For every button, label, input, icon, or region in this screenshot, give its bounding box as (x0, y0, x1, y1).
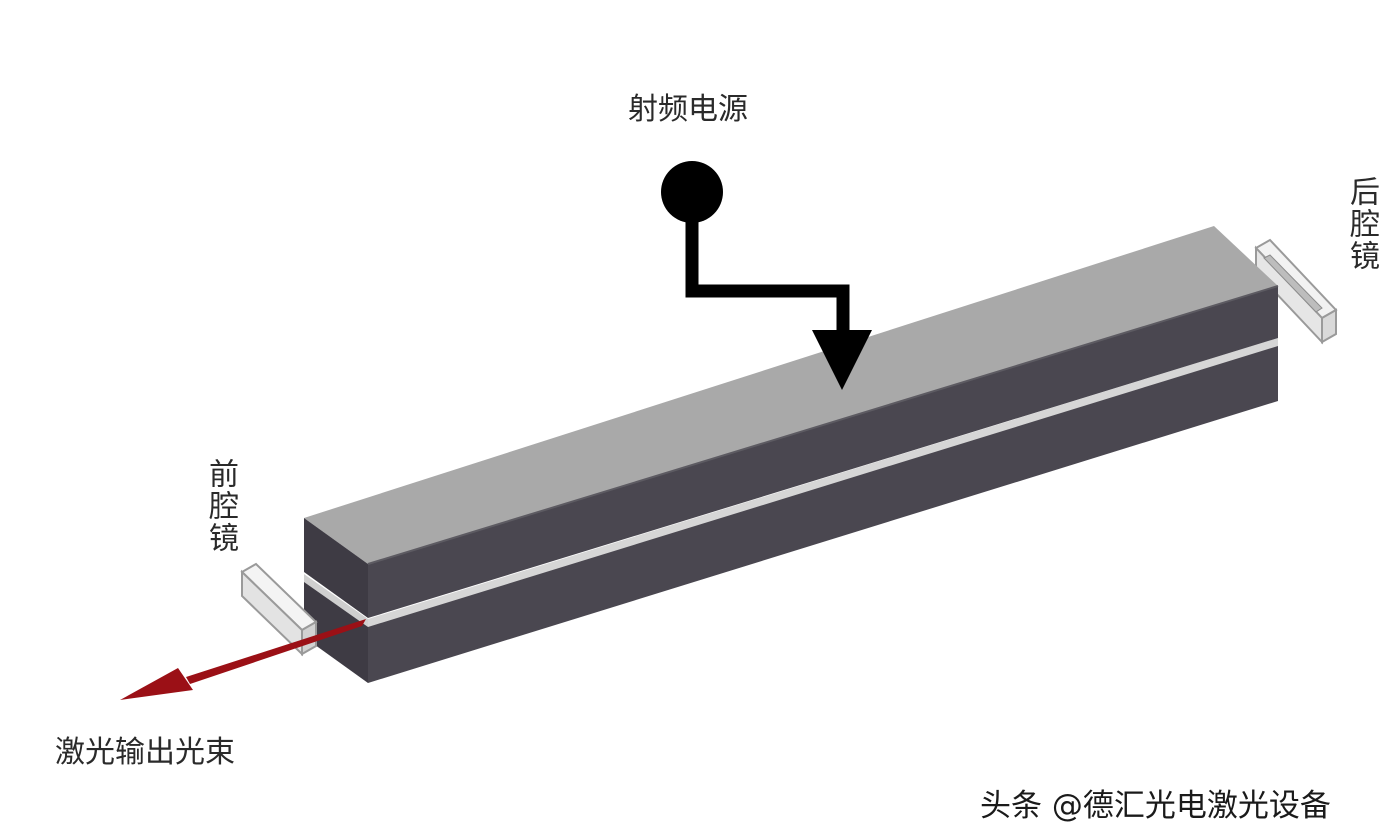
discharge-gap (304, 338, 1278, 627)
discharge-gap-end (304, 574, 368, 627)
upper-electrode (304, 226, 1279, 618)
upper-electrode-front-face (368, 286, 1278, 618)
watermark: 头条 @德汇光电激光设备 (980, 788, 1331, 824)
rear-mirror (1254, 238, 1338, 345)
laser-beam-shaft (186, 619, 366, 684)
lower-electrode-front-face (368, 344, 1278, 683)
upper-electrode-top-face (304, 226, 1278, 564)
laser-beam-arrowhead (120, 668, 193, 700)
rf-feed (661, 161, 872, 390)
discharge-gap-strip (368, 338, 1278, 627)
rear-mirror-slot (1263, 254, 1323, 313)
front-mirror (240, 562, 318, 657)
laser-output-label: 激光输出光束 (55, 735, 235, 770)
rear-mirror-label: 后腔镜 (1344, 176, 1379, 272)
rf-feed-arrow-icon (812, 330, 872, 390)
rf-terminal-dot (661, 161, 723, 223)
upper-electrode-edge (367, 285, 1279, 565)
front-mirror-label: 前腔镜 (203, 458, 238, 554)
laser-beam (120, 619, 366, 700)
upper-electrode-end-face (304, 518, 368, 618)
rf-feed-line (685, 210, 850, 336)
rf-power-label: 射频电源 (628, 92, 748, 127)
